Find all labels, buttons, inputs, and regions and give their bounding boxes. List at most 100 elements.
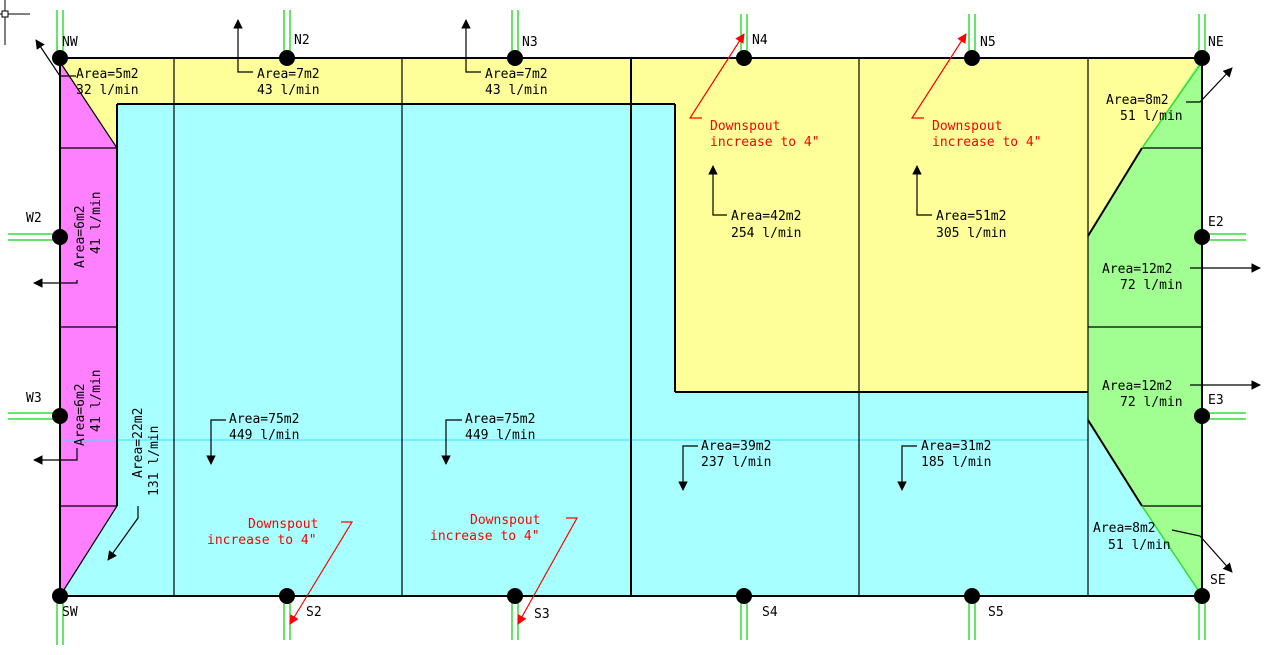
zone-w2-area: Area=6m2 xyxy=(73,205,88,268)
note-s2-line1: Downspout xyxy=(248,517,318,532)
zone-se-area: Area=8m2 xyxy=(1093,521,1156,536)
node-label-s3: S3 xyxy=(534,607,550,622)
node-label-n3: N3 xyxy=(522,35,538,50)
node-label-s4: S4 xyxy=(762,605,778,620)
node-label-e2: E2 xyxy=(1208,215,1224,230)
node-labels: NW N2 N3 N4 N5 NE W2 W3 E2 E3 SW S2 S3 S… xyxy=(26,33,1226,622)
zone-n5-area: Area=51m2 xyxy=(936,209,1006,224)
arrow-ne-icon xyxy=(1186,67,1233,103)
node-label-w2: W2 xyxy=(26,211,42,226)
note-n5-arrow-icon xyxy=(910,33,967,119)
drain-e3-icon xyxy=(1194,408,1210,424)
zone-s3-flow: 449 l/min xyxy=(465,428,535,443)
drain-n4-icon xyxy=(736,50,752,66)
node-label-e3: E3 xyxy=(1208,393,1224,408)
drain-s3-icon xyxy=(507,588,523,604)
drain-n5-icon xyxy=(964,50,980,66)
zone-n3-area: Area=7m2 xyxy=(485,67,548,82)
zone-se-flow: 51 l/min xyxy=(1108,538,1171,553)
zone-n2-area: Area=7m2 xyxy=(257,67,320,82)
zone-n4-flow: 254 l/min xyxy=(731,226,801,241)
node-label-w3: W3 xyxy=(26,391,42,406)
note-n4-line1: Downspout xyxy=(710,119,780,134)
node-label-ne: NE xyxy=(1208,35,1224,50)
zone-nw-area: Area=5m2 xyxy=(76,67,139,82)
note-s2-line2: increase to 4" xyxy=(207,533,317,548)
arrow-s4-icon xyxy=(678,445,698,491)
zone-sw-area: Area=22m2 xyxy=(131,408,146,478)
arrow-n3-icon xyxy=(461,19,481,73)
zone-e3-flow: 72 l/min xyxy=(1120,395,1183,410)
arrow-n2-icon xyxy=(233,19,253,73)
node-label-n2: N2 xyxy=(294,33,310,48)
node-label-sw: SW xyxy=(62,605,78,620)
zone-e3-area: Area=12m2 xyxy=(1102,379,1172,394)
yellow-zone xyxy=(60,58,1202,392)
zone-w3-flow: 41 l/min xyxy=(89,369,104,432)
drain-nw-icon xyxy=(52,50,68,66)
roof-outline xyxy=(59,57,1203,597)
drain-w2-icon xyxy=(52,229,68,245)
zone-ne-area: Area=8m2 xyxy=(1106,93,1169,108)
zone-n2-flow: 43 l/min xyxy=(257,83,320,98)
note-n4-arrow-icon xyxy=(688,33,745,119)
arrow-s5-icon xyxy=(897,445,917,491)
zone-w3-area: Area=6m2 xyxy=(73,383,88,446)
arrow-w2-icon xyxy=(33,278,78,288)
zone-n5-flow: 305 l/min xyxy=(936,226,1006,241)
note-n5-line2: increase to 4" xyxy=(932,135,1042,150)
note-s3-line1: Downspout xyxy=(470,513,540,528)
zone-s4-area: Area=39m2 xyxy=(701,439,771,454)
node-label-s5: S5 xyxy=(988,605,1004,620)
zone-nw-flow: 32 l/min xyxy=(76,83,139,98)
zone-n4-area: Area=42m2 xyxy=(731,209,801,224)
node-label-se: SE xyxy=(1210,573,1226,588)
drain-n3-icon xyxy=(507,50,523,66)
drain-nodes xyxy=(52,50,1210,604)
node-label-s2: S2 xyxy=(306,605,322,620)
note-n5-line1: Downspout xyxy=(932,119,1002,134)
drain-se-icon xyxy=(1194,588,1210,604)
arrow-n4-icon xyxy=(708,165,727,216)
zone-n3-flow: 43 l/min xyxy=(485,83,548,98)
drain-ne-icon xyxy=(1194,50,1210,66)
note-s3-line2: increase to 4" xyxy=(430,529,540,544)
drain-s4-icon xyxy=(736,588,752,604)
node-label-n4: N4 xyxy=(752,33,768,48)
arrow-sw-icon xyxy=(107,506,139,561)
arrow-s3-icon xyxy=(441,419,462,465)
arrow-nw-icon xyxy=(35,39,76,77)
arrow-se-icon xyxy=(1171,529,1233,573)
node-label-nw: NW xyxy=(62,35,78,50)
drain-sw-icon xyxy=(52,588,68,604)
node-label-n5: N5 xyxy=(980,35,996,50)
downspout-notes: Downspout increase to 4" Downspout incre… xyxy=(207,33,1042,625)
drain-s5-icon xyxy=(964,588,980,604)
arrow-w3-icon xyxy=(33,448,78,465)
zone-s5-area: Area=31m2 xyxy=(921,439,991,454)
zone-s4-flow: 237 l/min xyxy=(701,455,771,470)
zone-w2-flow: 41 l/min xyxy=(89,191,104,254)
zone-labels: Area=5m2 32 l/min Area=7m2 43 l/min Area… xyxy=(73,67,1183,553)
drain-e2-icon xyxy=(1194,229,1210,245)
crosshair-cursor-icon xyxy=(0,0,30,45)
zone-s5-flow: 185 l/min xyxy=(921,455,991,470)
arrow-n5-icon xyxy=(912,165,932,216)
note-n4-line2: increase to 4" xyxy=(710,135,820,150)
drain-s2-icon xyxy=(279,588,295,604)
zone-sw-flow: 131 l/min xyxy=(147,426,162,496)
zone-s3-area: Area=75m2 xyxy=(465,412,535,427)
drain-n2-icon xyxy=(279,50,295,66)
flow-arrows xyxy=(33,19,1261,573)
drain-w3-icon xyxy=(52,408,68,424)
zone-s2-area: Area=75m2 xyxy=(229,412,299,427)
zone-s2-flow: 449 l/min xyxy=(229,428,299,443)
arrow-s2-icon xyxy=(206,419,226,465)
note-s2-arrow-icon xyxy=(289,521,354,625)
zone-e2-flow: 72 l/min xyxy=(1120,278,1183,293)
zone-ne-flow: 51 l/min xyxy=(1120,109,1183,124)
zone-e2-area: Area=12m2 xyxy=(1102,262,1172,277)
note-s3-arrow-icon xyxy=(517,517,579,625)
magenta-zone xyxy=(60,62,117,596)
